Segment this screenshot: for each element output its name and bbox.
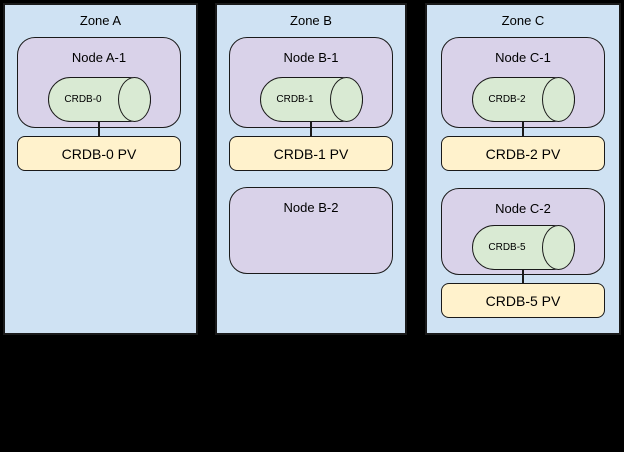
node-c-2: Node C-2 CRDB-5	[441, 188, 605, 275]
node-b-2: Node B-2	[229, 187, 393, 274]
pv-label: CRDB-5 PV	[485, 292, 561, 309]
crdb-0-pv-box: CRDB-0 PV	[17, 136, 181, 171]
connector-line	[522, 122, 524, 136]
zone-c: Zone C Node C-1 CRDB-2 CRDB-2 PV Node C-…	[425, 3, 621, 335]
connector-line	[98, 122, 100, 136]
node-b-1: Node B-1 CRDB-1	[229, 37, 393, 128]
crdb-1-cylinder: CRDB-1	[260, 77, 363, 122]
crdb-5-pv-box: CRDB-5 PV	[441, 283, 605, 318]
crdb-2-cylinder: CRDB-2	[472, 77, 575, 122]
node-label: Node C-1	[495, 50, 551, 65]
connector-line	[310, 122, 312, 136]
cylinder-label: CRDB-0	[64, 94, 102, 105]
zone-label: Zone B	[290, 13, 332, 28]
pv-label: CRDB-2 PV	[485, 145, 561, 162]
cylinder-label: CRDB-1	[276, 94, 314, 105]
crdb-1-pv-box: CRDB-1 PV	[229, 136, 393, 171]
cylinder-cap	[118, 77, 151, 122]
zone-b: Zone B Node B-1 CRDB-1 CRDB-1 PV Node B-…	[215, 3, 407, 335]
crdb-2-pv-box: CRDB-2 PV	[441, 136, 605, 171]
cylinder-cap	[542, 77, 575, 122]
node-a-1: Node A-1 CRDB-0	[17, 37, 181, 128]
node-label: Node B-2	[283, 200, 339, 215]
zone-label: Zone C	[501, 13, 545, 28]
cylinder-cap	[330, 77, 363, 122]
cylinder-label: CRDB-2	[488, 94, 526, 105]
node-label: Node B-1	[283, 50, 339, 65]
zone-a: Zone A Node A-1 CRDB-0 CRDB-0 PV	[3, 3, 198, 335]
cylinder-cap	[542, 225, 575, 270]
crdb-0-cylinder: CRDB-0	[48, 77, 151, 122]
pv-label: CRDB-0 PV	[61, 145, 137, 162]
node-c-1: Node C-1 CRDB-2	[441, 37, 605, 128]
cylinder-label: CRDB-5	[488, 242, 526, 253]
crdb-5-cylinder: CRDB-5	[472, 225, 575, 270]
pv-label: CRDB-1 PV	[273, 145, 349, 162]
zone-label: Zone A	[79, 13, 122, 28]
connector-line	[522, 270, 524, 283]
node-label: Node A-1	[71, 50, 127, 65]
node-label: Node C-2	[495, 201, 551, 216]
